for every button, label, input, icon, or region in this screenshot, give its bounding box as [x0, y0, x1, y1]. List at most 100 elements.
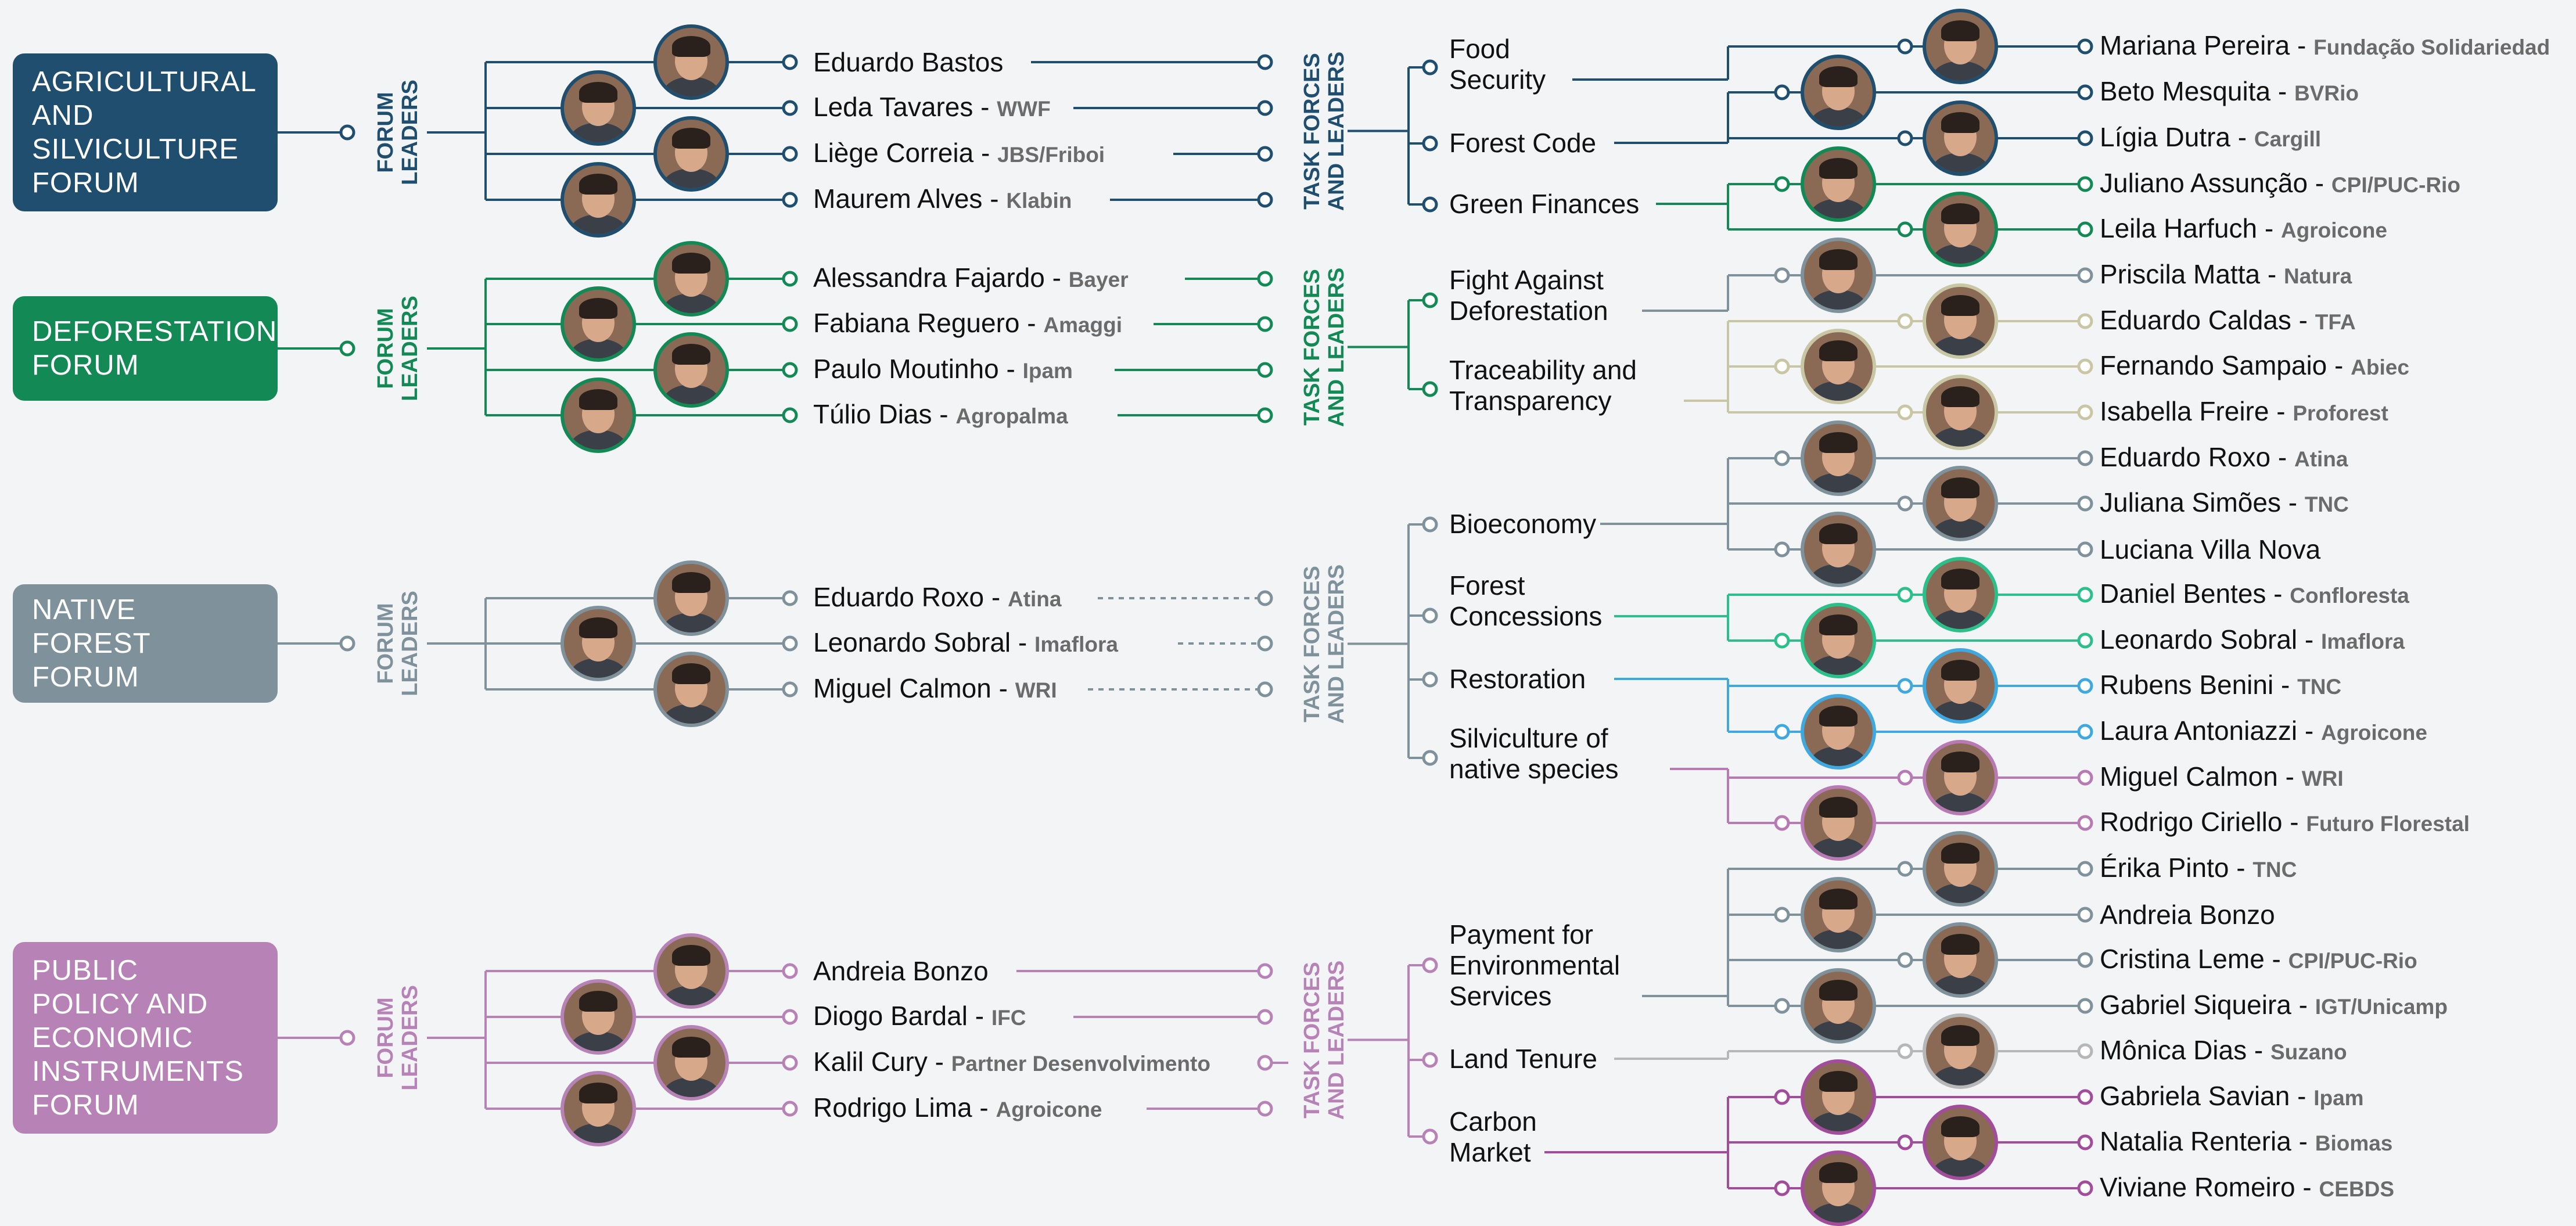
connector-node: [2077, 815, 2093, 831]
connector-node: [2077, 907, 2093, 923]
leader-photo: [561, 979, 636, 1055]
connector-node: [339, 124, 355, 141]
leader-label: Eduardo Roxo - Atina: [813, 582, 1061, 614]
leader-label: Diogo Bardal - IFC: [813, 1001, 1026, 1033]
name-org-separator: -: [982, 184, 1007, 214]
connector-node: [339, 340, 355, 357]
leader-label: Andreia Bonzo: [813, 956, 989, 986]
forum-leaders-label-line: FORUM: [373, 997, 398, 1078]
task-force-label-line: Market: [1449, 1137, 1531, 1167]
connector-node: [1257, 407, 1273, 423]
avatar-hair-shape: [579, 617, 617, 638]
connector-node: [2077, 38, 2093, 55]
name-org-separator: -: [2291, 1126, 2315, 1156]
connector-node: [782, 192, 798, 208]
forum-title-line: SILVICULTURE: [32, 134, 239, 165]
name-org-separator: -: [927, 1047, 951, 1077]
connector-node: [1774, 541, 1790, 558]
person-name: Eduardo Roxo: [813, 582, 985, 612]
member-label: Luciana Villa Nova: [2100, 534, 2320, 565]
connector-node: [1422, 957, 1438, 973]
avatar-hair-shape: [672, 344, 710, 365]
member-label: Rodrigo Ciriello - Futuro Florestal: [2100, 807, 2470, 839]
name-org-separator: -: [1019, 308, 1044, 338]
forum-leaders-label-line: LEADERS: [398, 296, 422, 401]
leader-photo: [653, 652, 729, 727]
person-organization: Agroicone: [996, 1098, 1102, 1121]
name-org-separator: -: [2269, 396, 2293, 426]
connector-node: [1897, 404, 1913, 420]
member-label: Mariana Pereira - Fundação Solidariedad: [2100, 30, 2550, 63]
connector-node: [2077, 221, 2093, 238]
avatar-hair-shape: [1819, 523, 1858, 544]
member-photo: [1923, 1105, 1998, 1180]
member-label: Andreia Bonzo: [2100, 900, 2275, 930]
connector-node: [2077, 632, 2093, 649]
connector-node: [2077, 450, 2093, 466]
person-organization: Confloresta: [2290, 584, 2409, 607]
leader-photo: [653, 332, 729, 408]
person-organization: Klabin: [1006, 189, 1072, 213]
person-organization: Imaflora: [1034, 632, 1118, 656]
member-photo: [1923, 375, 1998, 450]
person-organization: TNC: [2252, 858, 2297, 882]
member-label: Cristina Leme - CPI/PUC-Rio: [2100, 944, 2417, 976]
leader-photo: [653, 241, 729, 317]
connector-node: [1422, 750, 1438, 766]
member-photo: [1923, 740, 1998, 815]
avatar-hair-shape: [672, 663, 710, 684]
task-force-label-line: native species: [1449, 754, 1619, 784]
forum-title-line: DEFORESTATION: [32, 316, 278, 347]
name-org-separator: -: [2270, 442, 2294, 472]
connector-node: [1897, 952, 1913, 968]
member-label: Natalia Renteria - Biomas: [2100, 1126, 2392, 1159]
leader-label: Leda Tavares - WWF: [813, 92, 1051, 124]
person-organization: Bayer: [1068, 268, 1129, 292]
leader-label: Rodrigo Lima - Agroicone: [813, 1092, 1102, 1125]
connector-node: [2077, 313, 2093, 329]
member-label: Viviane Romeiro - CEBDS: [2100, 1172, 2394, 1205]
person-name: Kalil Cury: [813, 1047, 928, 1077]
member-photo: [1801, 877, 1876, 952]
person-organization: IGT/Unicamp: [2315, 995, 2448, 1019]
connector-node: [1774, 907, 1790, 923]
person-organization: Cargill: [2254, 127, 2322, 151]
name-org-separator: -: [2266, 578, 2290, 609]
name-org-separator: -: [1011, 627, 1035, 657]
connector-node: [1774, 724, 1790, 740]
avatar-body-shape: [1810, 1203, 1867, 1223]
task-force-label-line: Forest Code: [1449, 128, 1597, 158]
person-name: Fabiana Reguero: [813, 308, 1020, 338]
member-label: Leonardo Sobral - Imaflora: [2100, 624, 2405, 657]
forum-title-line: FORUM: [32, 661, 139, 693]
person-name: Érika Pinto: [2100, 853, 2229, 883]
connector-node: [782, 963, 798, 979]
task-force-label-line: Green Finances: [1449, 189, 1640, 219]
avatar-hair-shape: [579, 174, 617, 195]
connector-node: [1257, 316, 1273, 332]
connector-node: [1422, 381, 1438, 397]
name-org-separator: -: [2230, 122, 2254, 152]
connector-node: [1422, 1052, 1438, 1068]
person-organization: Agroicone: [2321, 721, 2427, 745]
member-label: Juliano Assunção - CPI/PUC-Rio: [2100, 168, 2460, 200]
name-org-separator: -: [2280, 487, 2305, 517]
name-org-separator: -: [1044, 263, 1069, 293]
avatar-hair-shape: [672, 253, 710, 274]
connector-node: [2077, 404, 2093, 420]
connector-node: [782, 1009, 798, 1025]
member-label: Eduardo Caldas - TFA: [2100, 305, 2356, 337]
person-name: Fernando Sampaio: [2100, 350, 2327, 380]
task-force-label-line: Food: [1449, 34, 1510, 64]
avatar-hair-shape: [1819, 1071, 1858, 1092]
leader-photo: [653, 560, 729, 636]
avatar-hair-shape: [1941, 295, 1979, 316]
connector-node: [1774, 358, 1790, 375]
connector-node: [1897, 678, 1913, 694]
person-name: Daniel Bentes: [2100, 578, 2266, 609]
